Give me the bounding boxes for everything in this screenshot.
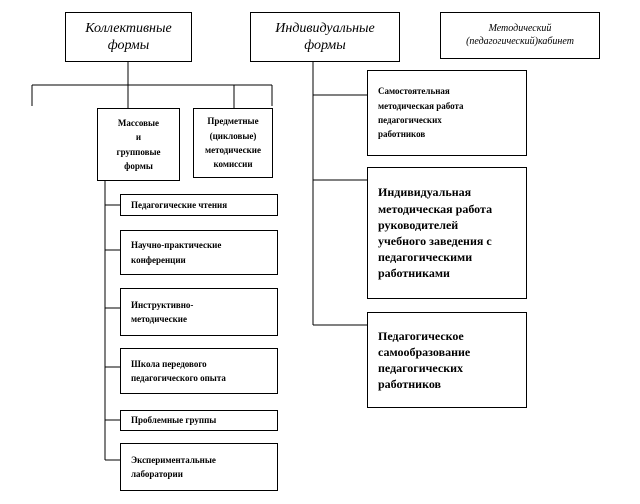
box-subject-commissions: Предметные (цикловые) методические комис… [193,108,273,178]
box-individual-forms: Индивидуальные формы [250,12,400,62]
box-conferences: Научно-практические конференции [120,230,278,275]
box-methodical-cabinet: Методический (педагогический)кабинет [440,12,600,59]
box-school-advanced-experience: Школа передового педагогического опыта [120,348,278,394]
box-individual-methodical-work: Индивидуальная методическая работа руков… [367,167,527,299]
box-collective-forms: Коллективные формы [65,12,192,62]
box-pedagogical-readings: Педагогические чтения [120,194,278,216]
box-self-methodical-work: Самостоятельная методическая работа педа… [367,70,527,156]
box-problem-groups: Проблемные группы [120,410,278,431]
box-instructive: Инструктивно- методические [120,288,278,336]
box-experimental-labs: Экспериментальные лаборатории [120,443,278,491]
box-mass-group-forms: Массовые и групповые формы [97,108,180,181]
box-pedagogical-self-education: Педагогическое самообразование педагогич… [367,312,527,408]
